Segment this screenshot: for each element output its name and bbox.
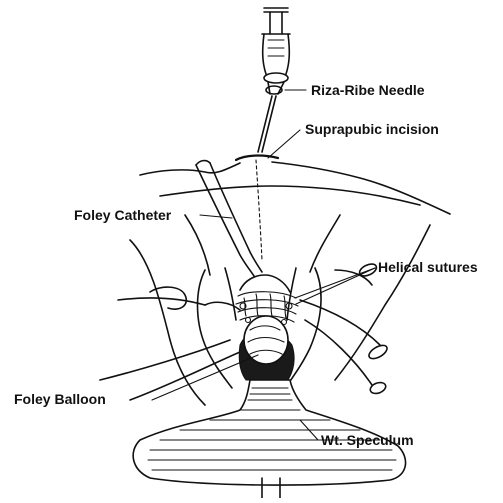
retractor-left [100, 287, 240, 400]
label-helical-sutures: Helical sutures [378, 259, 478, 275]
leader-incision [268, 130, 300, 158]
leader-sutures-2 [295, 268, 375, 298]
syringe [258, 8, 290, 152]
label-wt-speculum: Wt. Speculum [321, 432, 414, 448]
label-foley-balloon: Foley Balloon [14, 391, 106, 407]
leader-sutures-1 [296, 268, 375, 304]
vaginal-canal [239, 275, 294, 380]
label-riza-ribe-needle: Riza-Ribe Needle [311, 82, 425, 98]
needle-track [256, 160, 262, 260]
label-suprapubic-incision: Suprapubic incision [305, 121, 439, 137]
label-foley-catheter: Foley Catheter [74, 207, 172, 223]
leader-catheter [200, 215, 232, 218]
incision-mark [236, 156, 278, 160]
